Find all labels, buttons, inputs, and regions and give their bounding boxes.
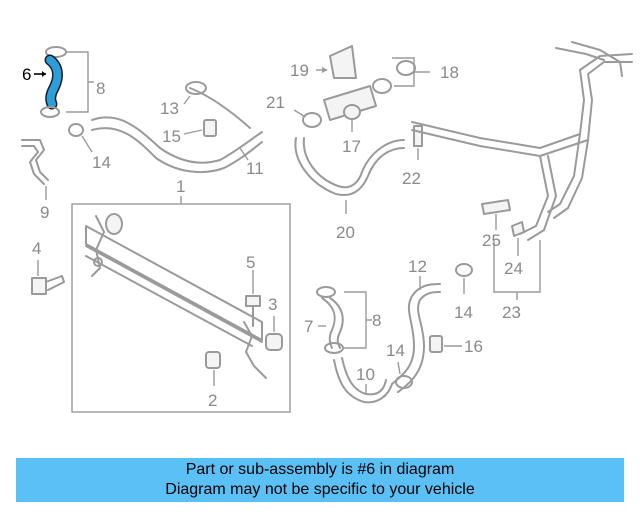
callout-20: 20 — [336, 223, 355, 242]
callout-13: 13 — [160, 99, 179, 118]
part-13-clamp — [185, 81, 207, 95]
part-16-valve — [429, 335, 443, 353]
leader-13 — [183, 95, 191, 105]
callout-10: 10 — [356, 365, 375, 384]
info-banner: Part or sub-assembly is #6 in diagram Di… — [16, 458, 624, 502]
part-7-hose-outer — [329, 297, 344, 349]
callout-18: 18 — [440, 63, 459, 82]
banner-line-2: Diagram may not be specific to your vehi… — [165, 481, 475, 498]
leader-21 — [293, 109, 305, 117]
part-9-hose-inner — [21, 145, 45, 185]
callout-9: 9 — [40, 203, 49, 222]
part-17-port — [343, 104, 361, 120]
callout-24: 24 — [504, 259, 523, 278]
callout-1: 1 — [176, 177, 185, 196]
callout-7: 7 — [304, 317, 313, 336]
leader-14-a — [81, 135, 93, 153]
part-7-clamp-lower — [324, 342, 344, 354]
part-1-frame — [71, 203, 291, 413]
callout-14-b: 14 — [454, 303, 473, 322]
part-20-hose — [294, 137, 405, 196]
callout-23: 23 — [502, 303, 521, 322]
part-11-hose — [91, 116, 263, 164]
part-12-hose — [391, 283, 441, 385]
callout-25: 25 — [482, 231, 501, 250]
bracket-23 — [493, 240, 541, 300]
clamp-lower — [40, 106, 60, 118]
part-14-clamp-b — [455, 263, 473, 277]
part-2-mount — [205, 351, 221, 369]
bracket-18 — [392, 57, 430, 87]
part-5-bolt-head — [245, 295, 261, 307]
callout-16: 16 — [464, 337, 483, 356]
callout-21: 21 — [266, 93, 285, 112]
part-6-hose-group[interactable] — [40, 46, 67, 118]
part-19-bracket — [329, 45, 357, 79]
callout-19: 19 — [290, 61, 309, 80]
callout-14-c: 14 — [386, 341, 405, 360]
part-4-bolt-head — [31, 277, 47, 295]
callout-4: 4 — [32, 239, 41, 258]
leader-14-c — [397, 361, 401, 375]
part-11-branch — [189, 87, 251, 129]
part-10-hose — [333, 359, 393, 404]
leader-11 — [239, 147, 249, 161]
banner-line-1: Part or sub-assembly is #6 in diagram — [185, 461, 455, 478]
part-18-clamp-b — [396, 60, 416, 76]
part-22-sensor — [413, 125, 423, 147]
parts-diagram: 6 8 9 14 11 13 15 1 2 3 — [21, 41, 633, 413]
callout-17: 17 — [342, 137, 361, 156]
part-12-hose-outer — [397, 291, 441, 393]
callout-8-bottom: 8 — [372, 311, 381, 330]
callout-6: 6 — [22, 65, 31, 84]
part-20-hose-inner — [302, 137, 405, 189]
part-24-fitting — [511, 221, 525, 237]
bracket-8-top — [66, 51, 94, 113]
part-4-bolt-shank — [45, 275, 65, 291]
leader-15 — [183, 129, 203, 135]
callout-3: 3 — [268, 295, 277, 314]
part-23-pipe-assembly — [411, 41, 633, 241]
callout-22: 22 — [402, 169, 421, 188]
part-14-clamp-c — [395, 375, 413, 389]
callout-2: 2 — [208, 391, 217, 410]
hose-fill-highlight[interactable] — [46, 56, 62, 108]
callout-8-top: 8 — [96, 79, 105, 98]
part-21-gasket — [302, 112, 322, 128]
callout-11: 11 — [246, 159, 264, 178]
part-14-clamp-a — [68, 123, 84, 137]
part-17-housing — [323, 85, 377, 121]
callout-5: 5 — [246, 253, 255, 272]
part-15-clip — [203, 119, 217, 137]
callout-14-a: 14 — [92, 153, 111, 172]
callout-12: 12 — [408, 257, 427, 276]
part-1-cooler — [85, 213, 267, 379]
bracket-8-bottom — [344, 291, 372, 349]
callout-6-arrowhead — [42, 71, 46, 77]
leader-19-arrowhead — [322, 67, 328, 73]
part-9-hose — [21, 139, 49, 181]
part-7-clamp-upper — [316, 286, 336, 298]
callout-15: 15 — [162, 127, 181, 146]
part-18-clamp-a — [372, 78, 392, 94]
part-11-hose-inner — [91, 127, 263, 174]
part-3-bushing — [265, 333, 283, 351]
part-25-union — [481, 199, 511, 215]
part-7-hose — [321, 297, 336, 349]
